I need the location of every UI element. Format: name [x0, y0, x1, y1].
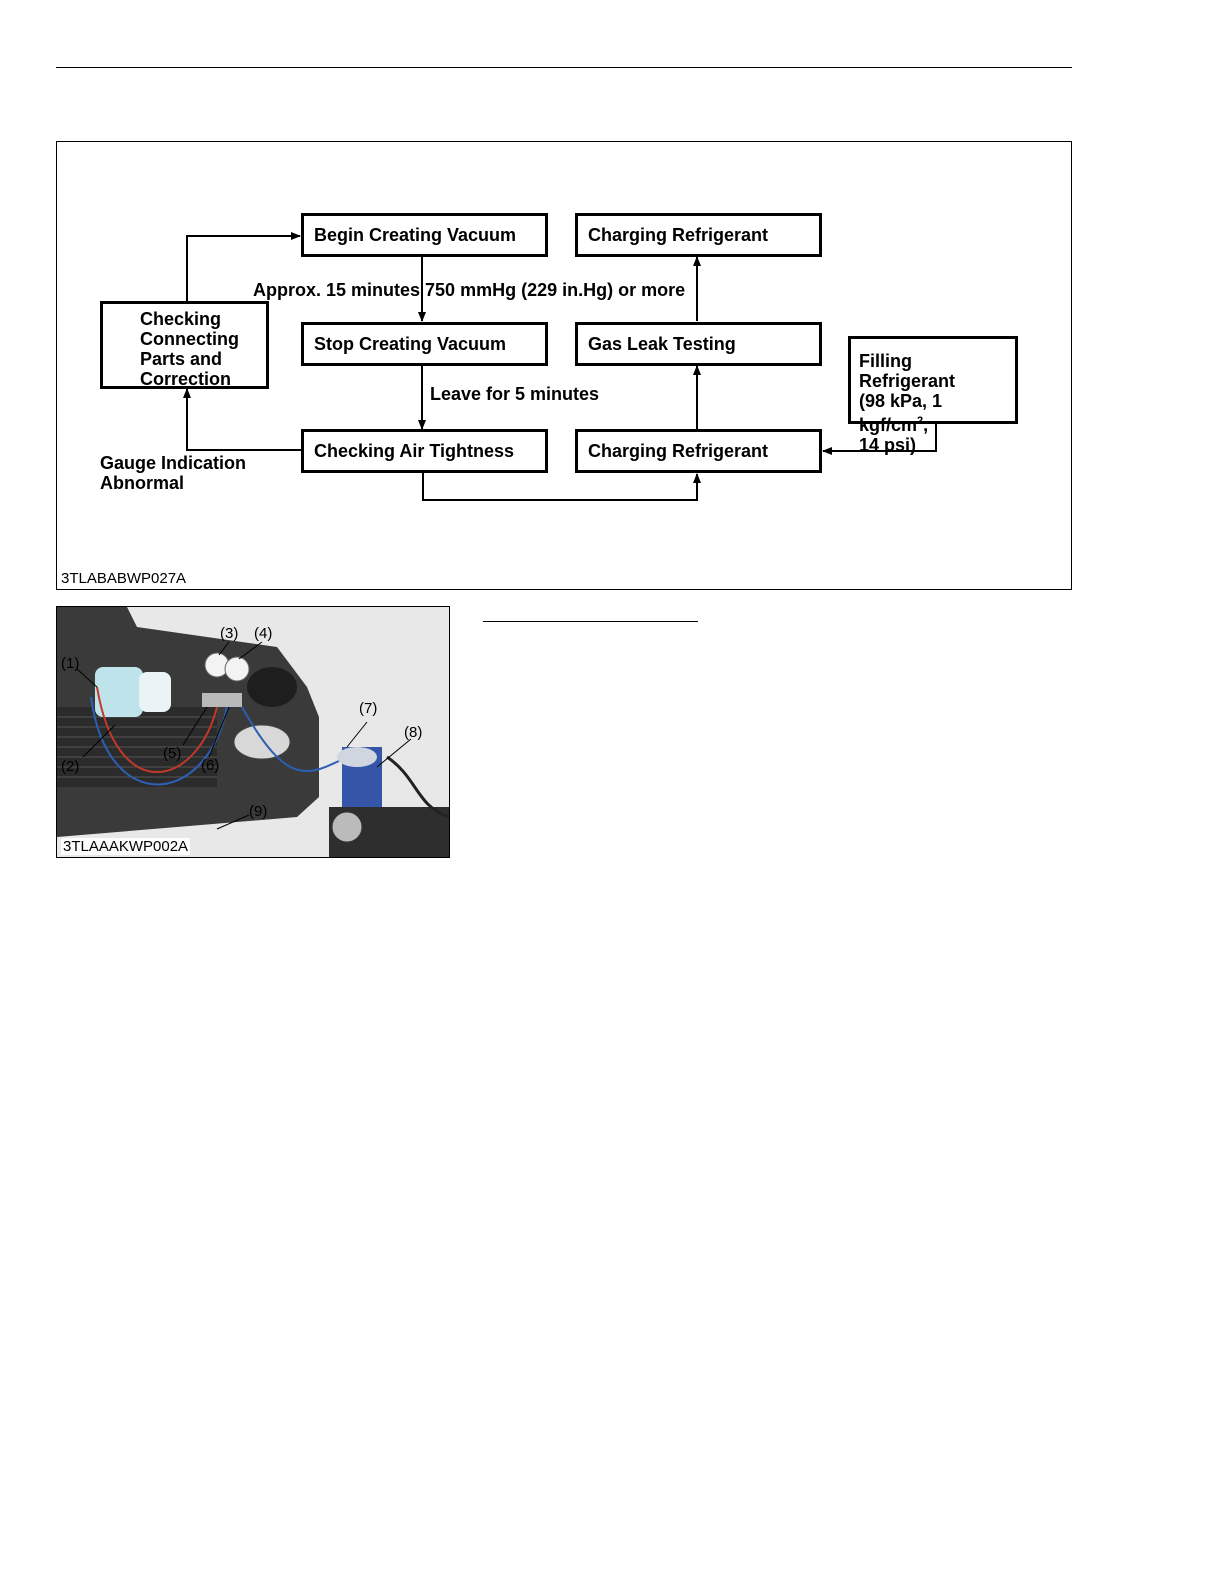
stop-creating-vacuum-box: Stop Creating Vacuum: [301, 322, 548, 366]
checking-parts-line-2: Connecting: [140, 329, 258, 349]
filling-line-2: (98 kPa, 1 kgf/cm2,: [859, 391, 1007, 435]
callout-6: (6): [201, 757, 219, 774]
callout-8: (8): [404, 724, 422, 741]
callout-5: (5): [163, 745, 181, 762]
arrow-airtight-to-charging: [423, 472, 697, 500]
charging-refrigerant-bottom-box: Charging Refrigerant: [575, 429, 822, 473]
callout-3: (3): [220, 625, 238, 642]
filling-refrigerant-box: Filling Refrigerant (98 kPa, 1 kgf/cm2, …: [848, 336, 1018, 424]
checking-parts-line-3: Parts and: [140, 349, 258, 369]
checking-parts-line-1: Checking: [140, 309, 258, 329]
callout-7: (7): [359, 700, 377, 717]
gas-leak-testing-box: Gas Leak Testing: [575, 322, 822, 366]
checking-connecting-parts-box: Checking Connecting Parts and Correction: [100, 301, 269, 389]
approx-time-label: Approx. 15 minutes 750 mmHg (229 in.Hg) …: [253, 280, 685, 300]
checking-air-tightness-box: Checking Air Tightness: [301, 429, 548, 473]
leave-time-label: Leave for 5 minutes: [430, 384, 599, 404]
equipment-photo: (1) (2) (3) (4) (5) (6) (7) (8) (9) 3TLA…: [56, 606, 450, 858]
checking-parts-line-4: Correction: [140, 369, 258, 389]
callout-4: (4): [254, 625, 272, 642]
filling-line-3: 14 psi): [859, 435, 1007, 455]
gauge-label-line-2: Abnormal: [100, 473, 246, 493]
callout-9: (9): [249, 803, 267, 820]
charging-refrigerant-top-box: Charging Refrigerant: [575, 213, 822, 257]
arrow-airtight-to-checking: [187, 389, 301, 450]
gauge-label-line-1: Gauge Indication: [100, 453, 246, 473]
callout-1: (1): [61, 655, 79, 672]
flowchart-figure-code: 3TLABABWP027A: [61, 570, 186, 587]
gauge-abnormal-label: Gauge Indication Abnormal: [100, 453, 246, 493]
photo-figure-code: 3TLAAAKWP002A: [61, 838, 190, 855]
section-rule: [483, 621, 698, 622]
filling-line-1: Filling Refrigerant: [859, 351, 1007, 391]
begin-creating-vacuum-box: Begin Creating Vacuum: [301, 213, 548, 257]
callout-2: (2): [61, 758, 79, 775]
